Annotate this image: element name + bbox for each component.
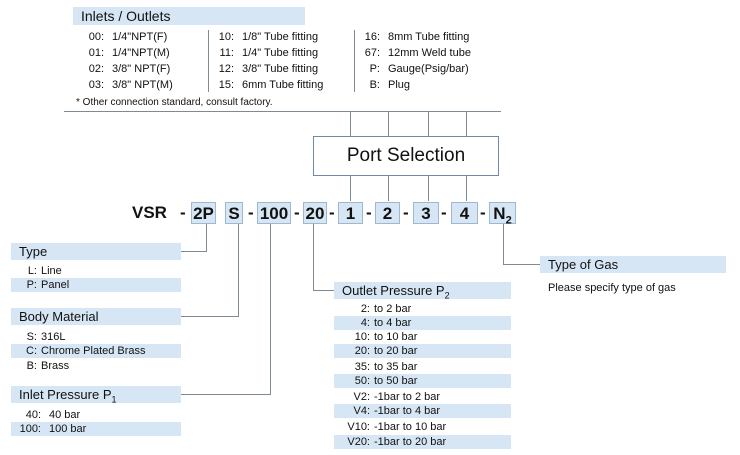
code-outlet-pressure: 20 bbox=[303, 202, 327, 224]
code-dash: - bbox=[180, 203, 186, 222]
port-selection-box: Port Selection bbox=[313, 136, 499, 176]
list-item: L:Line bbox=[27, 265, 62, 277]
connector-line bbox=[350, 176, 351, 201]
code-type: 2P bbox=[191, 202, 216, 224]
code-gas: N2 bbox=[489, 202, 516, 226]
connector-line bbox=[180, 251, 207, 252]
list-item: 15:6mm Tube fitting bbox=[218, 79, 324, 91]
code-prefix: VSR bbox=[132, 203, 167, 222]
connector-line bbox=[313, 290, 335, 291]
connector-line bbox=[466, 111, 467, 136]
code-dash: - bbox=[403, 203, 409, 222]
list-item: V4:-1bar to 4 bar bbox=[334, 404, 511, 418]
type-title: Type bbox=[11, 243, 181, 260]
connector-line bbox=[466, 176, 467, 201]
code-dash: - bbox=[480, 203, 486, 222]
code-material: S bbox=[225, 202, 243, 224]
connector-line bbox=[428, 176, 429, 201]
list-item: 10:1/8" Tube fitting bbox=[218, 31, 319, 43]
list-item: 50:to 50 bar bbox=[334, 374, 511, 388]
list-item: B:Plug bbox=[369, 79, 411, 91]
connector-line bbox=[503, 224, 504, 264]
list-item: 100:100 bar bbox=[11, 422, 181, 436]
list-item: 2:to 2 bar bbox=[360, 303, 412, 315]
code-port-3: 3 bbox=[413, 202, 439, 224]
code-dash: - bbox=[441, 203, 447, 222]
list-item: V10:-1bar to 10 bar bbox=[347, 421, 447, 433]
list-item: S:316L bbox=[26, 331, 66, 343]
list-item: 35:to 35 bar bbox=[354, 361, 418, 373]
inlets-title: Inlets / Outlets bbox=[73, 7, 305, 25]
connector-line bbox=[503, 264, 541, 265]
connector-line bbox=[270, 224, 271, 394]
list-item: 11:1/4" Tube fitting bbox=[219, 47, 319, 59]
list-item: C:Chrome Plated Brass bbox=[11, 344, 181, 358]
list-item: 01:1/4"NPT(M) bbox=[88, 47, 170, 59]
code-port-2: 2 bbox=[375, 202, 400, 224]
list-item: P:Gauge(Psig/bar) bbox=[369, 63, 469, 75]
connector-line bbox=[313, 224, 314, 290]
list-item: 67:12mm Weld tube bbox=[364, 47, 471, 59]
code-dash: - bbox=[366, 203, 372, 222]
code-inlet-pressure: 100 bbox=[257, 202, 291, 224]
list-item: V2:-1bar to 2 bar bbox=[353, 391, 441, 403]
type-of-gas-note: Please specify type of gas bbox=[548, 282, 676, 294]
connector-line bbox=[388, 111, 389, 136]
connector-line bbox=[388, 176, 389, 201]
connector-line bbox=[180, 316, 239, 317]
inlets-note: * Other connection standard, consult fac… bbox=[76, 97, 273, 108]
list-item: V20:-1bar to 20 bar bbox=[334, 435, 511, 449]
list-item: 40:40 bar bbox=[25, 409, 81, 421]
connector-line bbox=[238, 224, 239, 316]
connector-line bbox=[428, 111, 429, 136]
connector-line bbox=[350, 111, 351, 136]
code-port-4: 4 bbox=[451, 202, 478, 224]
code-port-1: 1 bbox=[338, 202, 363, 224]
list-item: P:Panel bbox=[11, 278, 181, 292]
list-item: 16:8mm Tube fitting bbox=[364, 31, 470, 43]
code-dash: - bbox=[248, 203, 254, 222]
list-item: B:Brass bbox=[26, 360, 70, 372]
connector-line bbox=[206, 224, 207, 251]
code-dash: - bbox=[294, 203, 300, 222]
inlet-pressure-title: Inlet Pressure P1 bbox=[11, 386, 181, 405]
list-item: 20:to 20 bar bbox=[334, 344, 511, 358]
list-item: 03:3/8" NPT(M) bbox=[88, 79, 173, 91]
connector-line bbox=[180, 394, 271, 395]
column-divider bbox=[208, 30, 209, 92]
outlet-pressure-title: Outlet Pressure P2 bbox=[334, 282, 511, 301]
list-item: 10:to 10 bar bbox=[354, 331, 418, 343]
code-dash: - bbox=[329, 203, 335, 222]
list-item: 00:1/4"NPT(F) bbox=[88, 31, 168, 43]
column-divider bbox=[354, 30, 355, 92]
body-material-title: Body Material bbox=[11, 308, 181, 325]
list-item: 12:3/8" Tube fitting bbox=[218, 63, 319, 75]
list-item: 4:to 4 bar bbox=[334, 316, 511, 330]
inlets-bottom-rule bbox=[64, 111, 501, 112]
type-of-gas-title: Type of Gas bbox=[540, 256, 726, 273]
list-item: 02:3/8" NPT(F) bbox=[88, 63, 171, 75]
